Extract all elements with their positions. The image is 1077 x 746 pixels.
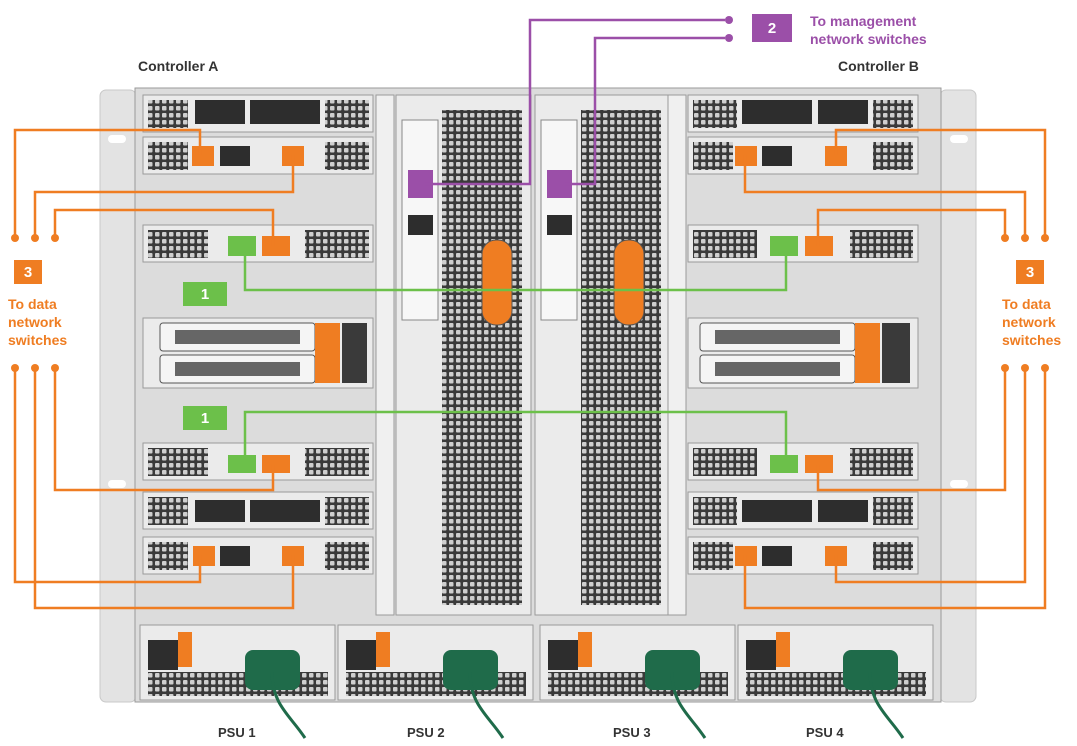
psu-3-label: PSU 3 <box>613 725 651 740</box>
data-callout-left-line2: network <box>8 314 62 330</box>
controller-a-modules <box>142 94 374 575</box>
data-callout-left-line1: To data <box>8 296 57 312</box>
mgmt-callout-number: 2 <box>752 14 792 42</box>
psu-2-label: PSU 2 <box>407 725 445 740</box>
power-cables <box>270 671 905 739</box>
data-callout-right-line3: switches <box>1002 332 1062 348</box>
mgmt-endpoints <box>725 16 733 42</box>
data-endpoints-left <box>11 234 59 372</box>
data-callout-right-number: 3 <box>1016 260 1044 284</box>
mgmt-cables <box>425 18 725 186</box>
data-endpoints-right <box>1001 234 1049 372</box>
data-cables-right <box>743 128 1047 610</box>
psu-1-label: PSU 1 <box>218 725 256 740</box>
data-callout-left-line3: switches <box>8 332 68 348</box>
controller-b-label: Controller B <box>838 58 919 74</box>
data-callout-right-line2: network <box>1002 314 1056 330</box>
data-cables-left <box>13 128 295 610</box>
cluster-cables <box>243 246 788 464</box>
psu-bays <box>139 624 934 701</box>
mgmt-callout-line2: network switches <box>810 31 927 47</box>
rack-ear-right <box>939 89 977 703</box>
cluster-callout-top-number: 1 <box>183 282 227 306</box>
data-callout-right-line1: To data <box>1002 296 1051 312</box>
center-fan-modules <box>395 94 669 616</box>
cluster-callout-bottom-number: 1 <box>183 406 227 430</box>
data-callout-left-number: 3 <box>14 260 42 284</box>
controller-b-modules <box>687 94 919 575</box>
controller-a-label: Controller A <box>138 58 219 74</box>
mgmt-callout-line1: To management <box>810 13 917 29</box>
rack-ear-left <box>99 89 137 703</box>
psu-4-label: PSU 4 <box>806 725 844 740</box>
